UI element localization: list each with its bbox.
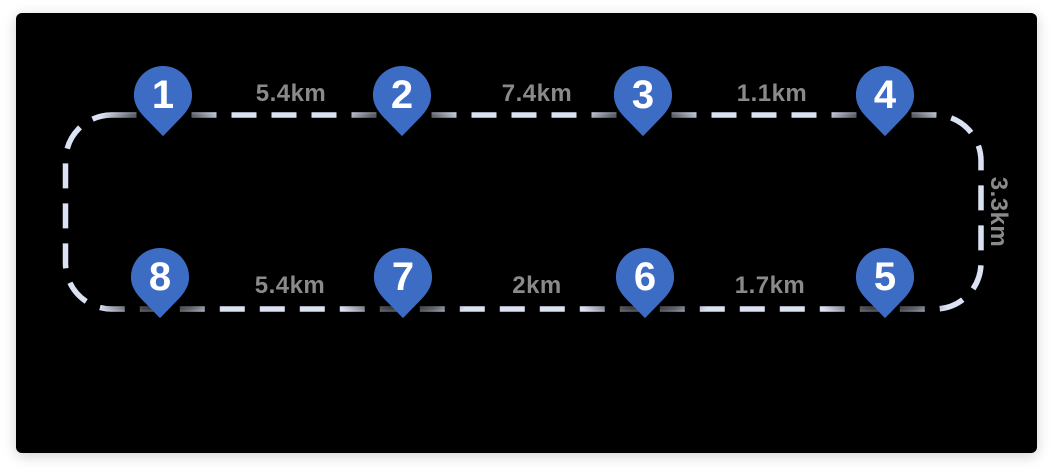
map-pin-8[interactable]: 8 — [95, 246, 225, 324]
dashed-route-rect — [62, 112, 984, 312]
map-pin-icon — [133, 65, 193, 137]
distance-label-1-2: 5.4km — [255, 80, 327, 107]
map-pin-icon — [855, 247, 915, 319]
map-pin-icon — [130, 247, 190, 319]
map-pin-6[interactable]: 6 — [580, 246, 710, 324]
map-pin-4[interactable]: 4 — [820, 64, 950, 142]
pin-number: 2 — [390, 72, 414, 117]
map-pin-3[interactable]: 3 — [578, 64, 708, 142]
distance-label-2-3: 7.4km — [501, 80, 573, 107]
map-pin-1[interactable]: 1 — [98, 64, 228, 142]
map-pin-icon — [615, 247, 675, 319]
distance-label-5-6: 1.7km — [734, 272, 806, 299]
pin-number: 6 — [633, 254, 657, 299]
map-pin-2[interactable]: 2 — [337, 64, 467, 142]
distance-label-4-5: 3.3km — [985, 176, 1012, 248]
pin-number: 3 — [631, 72, 655, 117]
map-pin-icon — [373, 247, 433, 319]
map-pin-icon — [613, 65, 673, 137]
pin-number: 8 — [148, 254, 172, 299]
distance-label-7-8: 5.4km — [254, 272, 326, 299]
map-pin-7[interactable]: 7 — [338, 246, 468, 324]
distance-label-6-7: 2km — [512, 272, 562, 299]
map-pin-icon — [372, 65, 432, 137]
distance-label-3-4: 1.1km — [736, 80, 808, 107]
route-map-card: 1 2 3 4 8 — [16, 13, 1037, 453]
pin-number: 5 — [873, 254, 897, 299]
pin-number: 4 — [873, 72, 897, 117]
route-loop-path — [62, 112, 984, 312]
map-pin-5[interactable]: 5 — [820, 246, 950, 324]
pin-number: 1 — [151, 72, 175, 117]
map-pin-icon — [855, 65, 915, 137]
pin-number: 7 — [391, 254, 415, 299]
